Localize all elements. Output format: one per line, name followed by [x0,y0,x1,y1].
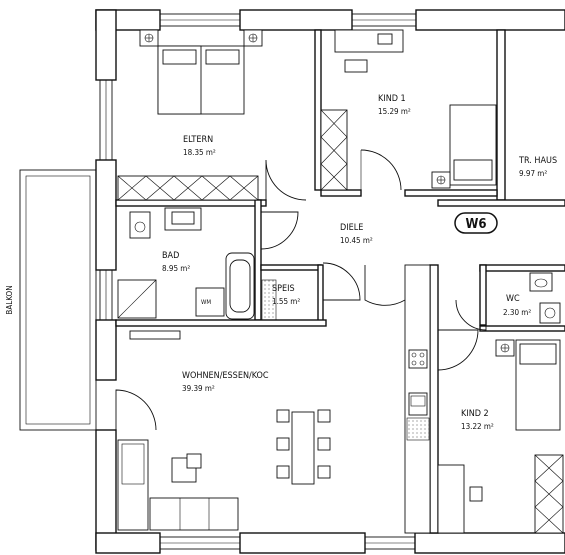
doors [115,149,487,431]
room-area-kind1: 15.29 m² [378,107,411,116]
room-name-bad: BAD [162,251,179,261]
room-area-eltern: 18.35 m² [183,148,216,157]
room-area-speis: 1.55 m² [272,297,300,306]
room-name-diele: DIELE [340,223,363,233]
apartment-tag: W6 [454,212,498,234]
room-name-wohnen: WOHNEN/ESSEN/KOC [182,371,269,381]
room-area-wc: 2.30 m² [503,308,531,317]
room-labels: ELTERN 18.35 m² KIND 1 15.29 m² TR. HAUS… [5,94,557,431]
furniture [117,29,564,534]
room-area-bad: 8.95 m² [162,264,190,273]
room-name-eltern: ELTERN [183,135,213,145]
room-name-treppenhaus: TR. HAUS [518,156,557,166]
room-name-wc: WC [506,294,520,304]
exterior-walls [95,9,565,554]
room-name-speis: SPEIS [272,284,295,294]
room-area-diele: 10.45 m² [340,236,373,245]
room-name-kind1: KIND 1 [378,94,406,104]
apartment-tag-label: W6 [465,217,486,232]
balcony [19,169,97,431]
washing-machine-label: WM [201,299,211,306]
interior-walls [115,29,565,534]
balcony-label: BALKON [5,285,14,314]
room-name-kind2: KIND 2 [461,409,489,419]
room-area-wohnen: 39.39 m² [182,384,215,393]
room-area-treppenhaus: 9.97 m² [519,169,547,178]
room-area-kind2: 13.22 m² [461,422,494,431]
